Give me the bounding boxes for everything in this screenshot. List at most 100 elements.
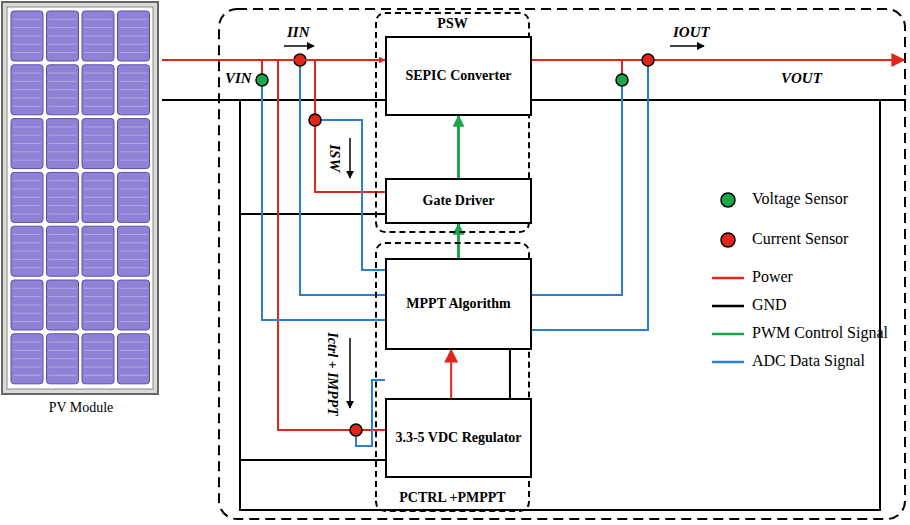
cell-grid xyxy=(13,81,41,82)
current-arrow xyxy=(670,45,704,47)
cell-grid xyxy=(120,135,148,136)
cell-grid xyxy=(120,160,148,161)
cell-grid xyxy=(84,89,112,90)
pv-cell xyxy=(47,226,79,276)
signal-label: IIN xyxy=(286,24,311,41)
cell-grid xyxy=(120,151,148,152)
current-sensor xyxy=(309,114,321,126)
pv-cell xyxy=(47,11,79,61)
cell-grid xyxy=(49,189,77,190)
legend-text: Voltage Sensor xyxy=(752,190,848,208)
cell-grid xyxy=(120,259,148,260)
cell-grid xyxy=(120,234,148,235)
pv-panel-illustration xyxy=(0,0,162,397)
cell-grid xyxy=(120,19,148,20)
pv-cell xyxy=(11,11,43,61)
cell-grid xyxy=(13,151,41,152)
cell-grid xyxy=(13,52,41,53)
cell-grid xyxy=(84,367,112,368)
cell-grid xyxy=(13,213,41,214)
pv-cell xyxy=(47,334,79,384)
adc-wire xyxy=(300,66,385,295)
cell-grid xyxy=(49,81,77,82)
cell-grid xyxy=(13,73,41,74)
panel-frame xyxy=(7,7,153,389)
current-arrow xyxy=(349,138,351,178)
adc-wire xyxy=(520,86,622,295)
cell-grid xyxy=(84,358,112,359)
pv-cell xyxy=(118,280,150,330)
pv-cell xyxy=(47,119,79,169)
cell-grid xyxy=(84,19,112,20)
pv-cell xyxy=(11,226,43,276)
cell-grid xyxy=(13,288,41,289)
cell-grid xyxy=(49,205,77,206)
cell-grid xyxy=(84,197,112,198)
gnd-wire xyxy=(240,459,385,461)
wires xyxy=(162,46,906,510)
adc-wire xyxy=(262,86,385,320)
cell-grid xyxy=(120,197,148,198)
cell-grid xyxy=(49,106,77,107)
cell-grid xyxy=(13,189,41,190)
controller-box: MPPT Algorithm xyxy=(385,258,532,350)
power-wire xyxy=(520,59,904,61)
cell-grid xyxy=(13,143,41,144)
cell-grid xyxy=(84,296,112,297)
pv-cell xyxy=(82,172,114,222)
cell-grid xyxy=(49,197,77,198)
legend-swatch xyxy=(721,193,735,207)
signal-label: IOUT xyxy=(672,24,711,41)
cell-grid xyxy=(13,304,41,305)
cell-grid xyxy=(84,251,112,252)
pv-cell xyxy=(11,119,43,169)
cell-grid xyxy=(49,143,77,144)
pv-cell xyxy=(118,65,150,115)
pv-cells xyxy=(11,11,150,384)
cell-grid xyxy=(120,304,148,305)
cell-grid xyxy=(13,358,41,359)
cell-grid xyxy=(13,197,41,198)
cell-grid xyxy=(49,180,77,181)
voltage-sensor xyxy=(616,74,628,86)
cell-grid xyxy=(13,313,41,314)
pv-cell xyxy=(118,172,150,222)
pv-cell xyxy=(82,65,114,115)
cell-grid xyxy=(49,73,77,74)
cell-grid xyxy=(120,143,148,144)
cell-grid xyxy=(120,27,148,28)
legend-text: ADC Data Signal xyxy=(752,352,865,370)
legend-line-sample xyxy=(712,305,744,308)
cell-grid xyxy=(84,259,112,260)
cell-grid xyxy=(49,288,77,289)
box-label: Gate Driver xyxy=(387,193,530,209)
pv-cell xyxy=(47,172,79,222)
cell-grid xyxy=(13,98,41,99)
connector xyxy=(457,116,460,178)
cell-grid xyxy=(13,296,41,297)
gnd-wire xyxy=(240,100,880,510)
gnd-wire xyxy=(162,99,385,101)
cell-grid xyxy=(84,160,112,161)
cell-grid xyxy=(120,35,148,36)
cell-grid xyxy=(49,19,77,20)
cell-grid xyxy=(49,234,77,235)
cell-grid xyxy=(84,151,112,152)
cell-grid xyxy=(13,234,41,235)
cell-grid xyxy=(49,213,77,214)
cell-grid xyxy=(13,259,41,260)
pv-cell xyxy=(11,280,43,330)
cell-grid xyxy=(84,304,112,305)
cell-grid xyxy=(120,89,148,90)
cell-grid xyxy=(84,81,112,82)
cell-grid xyxy=(120,106,148,107)
cell-grid xyxy=(49,350,77,351)
cell-grid xyxy=(49,98,77,99)
pv-cell xyxy=(118,334,150,384)
pv-cell xyxy=(11,172,43,222)
legend-swatch xyxy=(721,233,735,247)
cell-grid xyxy=(13,205,41,206)
cell-grid xyxy=(13,251,41,252)
pv-cell xyxy=(11,65,43,115)
cell-grid xyxy=(49,135,77,136)
